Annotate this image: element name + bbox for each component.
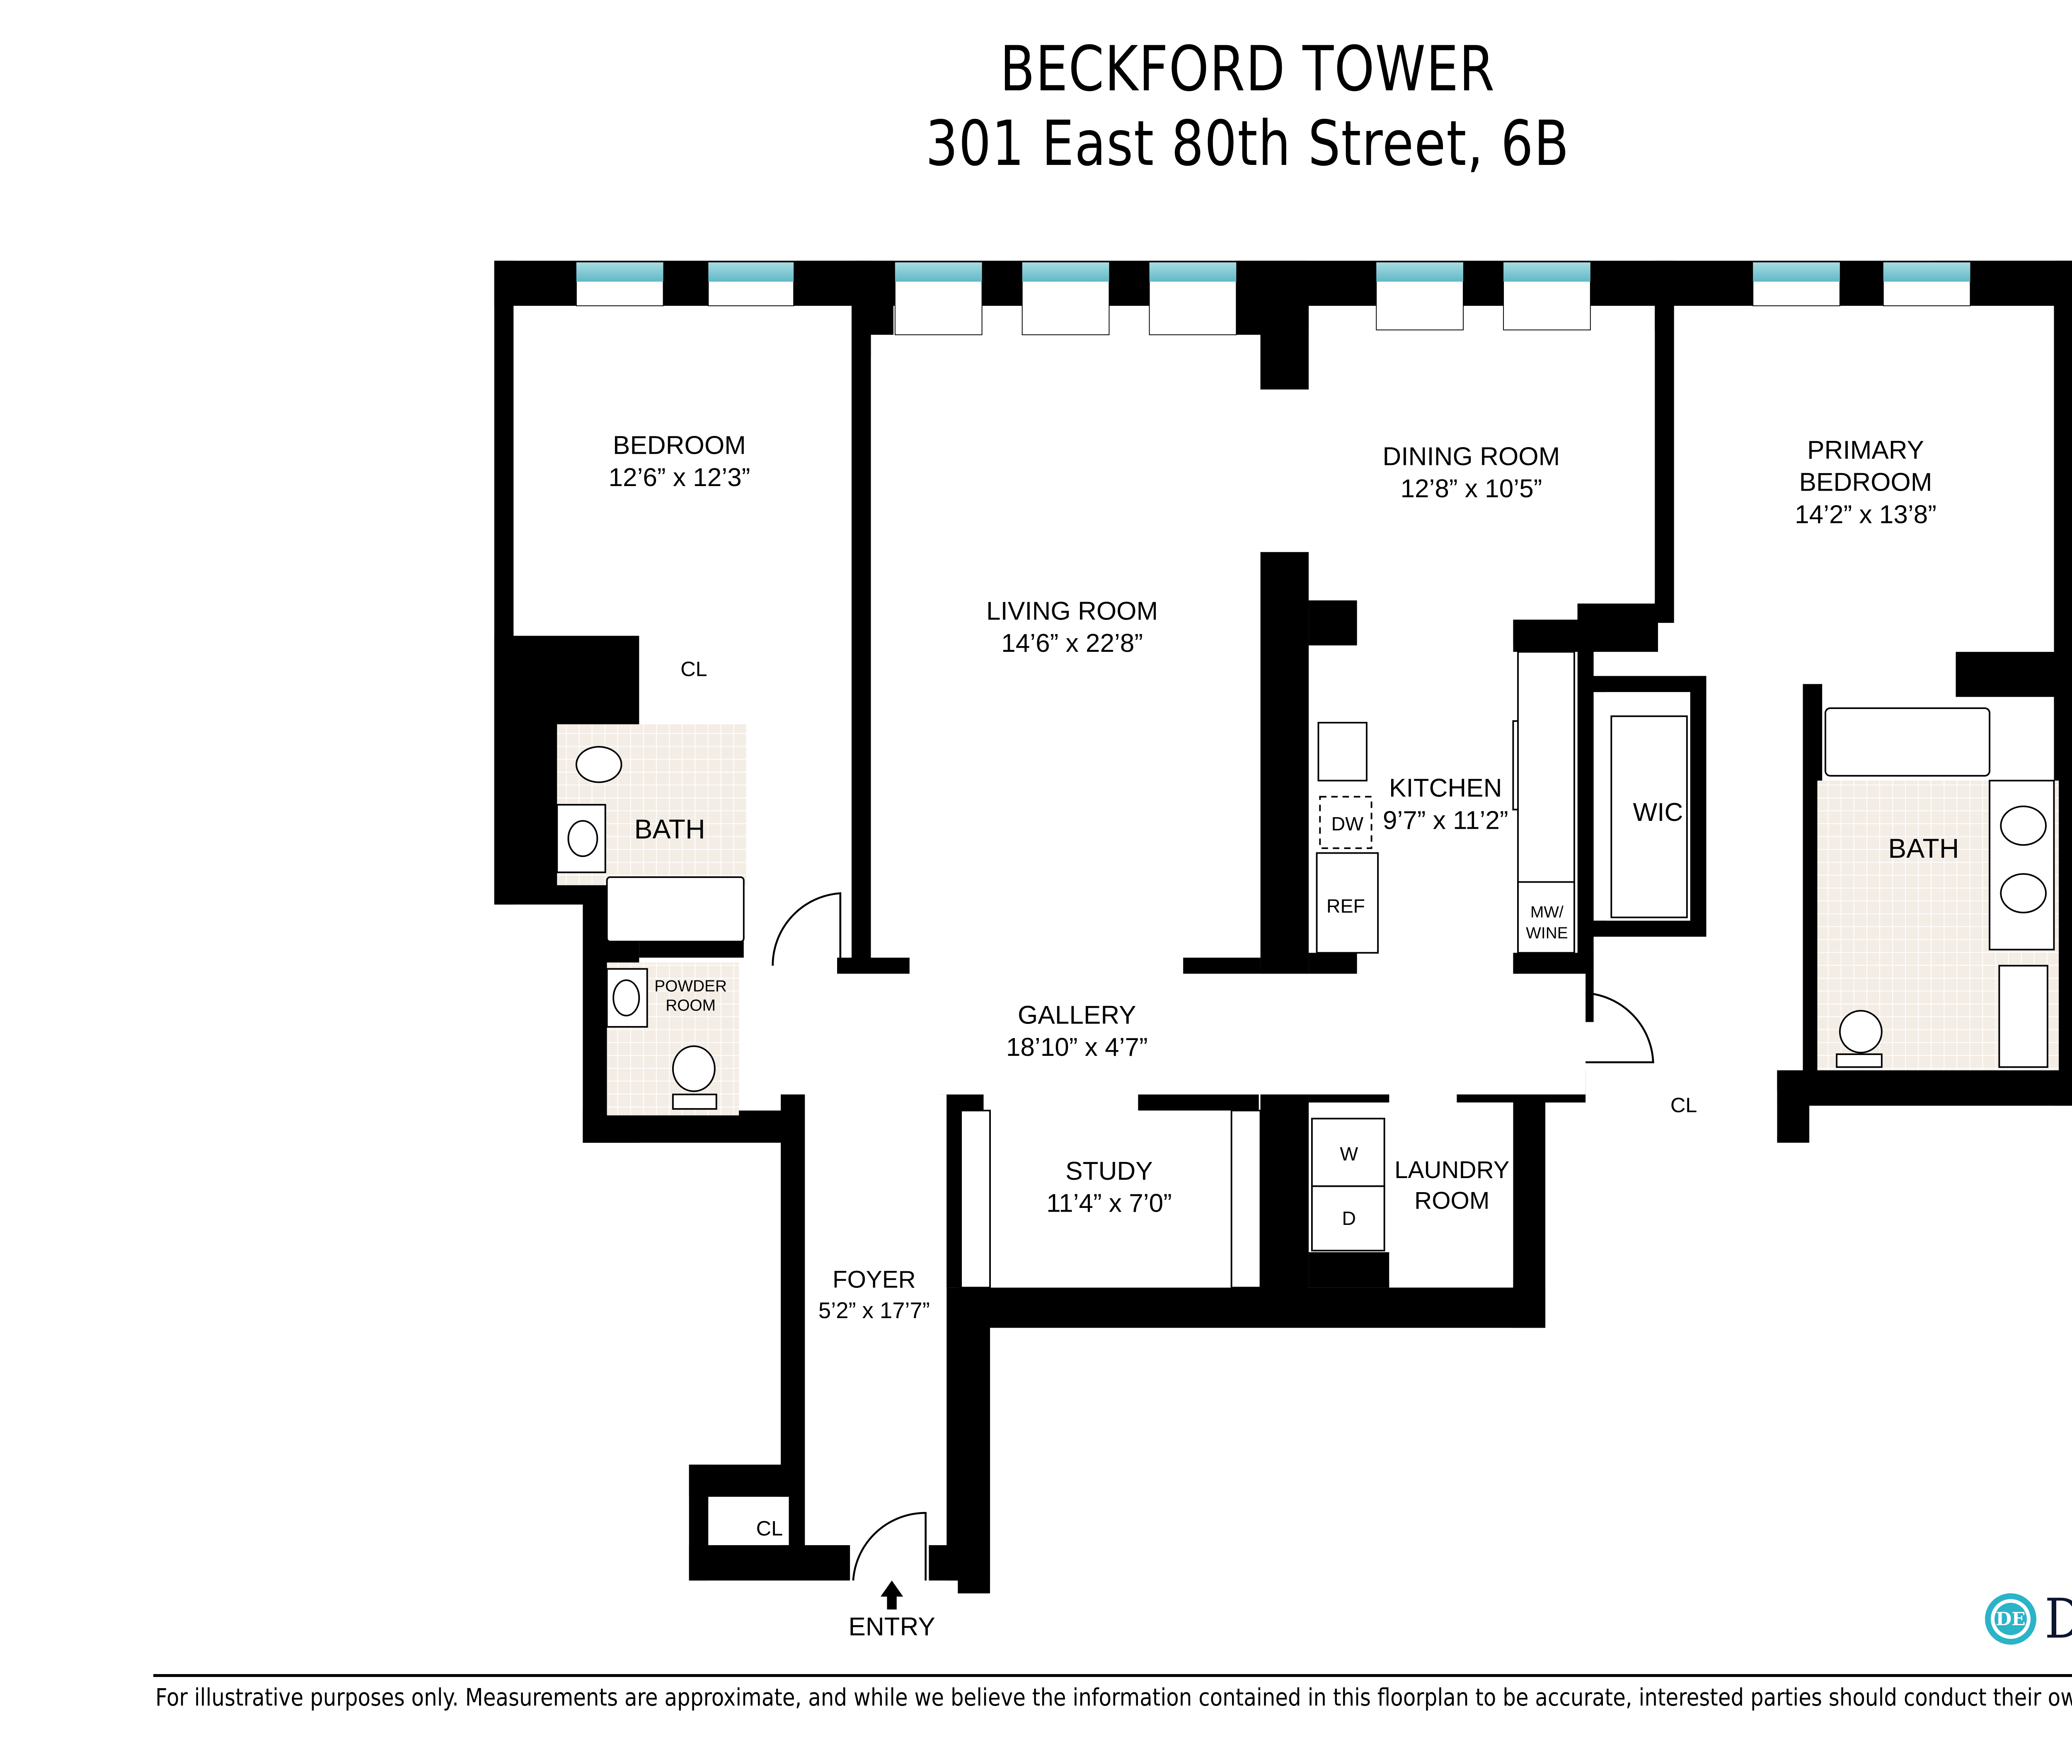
kitchen-sink-icon <box>1317 722 1368 782</box>
powder-toilet-icon <box>672 1045 716 1092</box>
label-dryer: D <box>1342 1207 1356 1229</box>
primary-tub-icon <box>1824 707 1991 777</box>
study-floor <box>990 1111 1261 1288</box>
label-dishwasher: DW <box>1331 813 1363 835</box>
dims-study: 11’4” x 7’0” <box>1046 1189 1172 1218</box>
entry-door-swing <box>852 1512 927 1581</box>
kitchen-floor <box>1357 645 1513 953</box>
study-shelf-left <box>960 1110 991 1289</box>
dims-living-room: 14’6” x 22’8” <box>1001 629 1143 658</box>
refrigerator-icon <box>1316 852 1379 954</box>
sink-basin-icon <box>567 820 598 857</box>
laundry-floor <box>1389 1102 1513 1280</box>
fixtures <box>556 651 2055 1289</box>
label-gallery: GALLERY <box>1018 1001 1136 1029</box>
label-kitchen: KITCHEN <box>1389 774 1502 803</box>
dryer-icon <box>1311 1185 1385 1251</box>
label-closet-bedroom: CL <box>680 657 707 680</box>
label-refrigerator: REF <box>1326 895 1365 917</box>
label-powder-room-1: POWDER <box>654 978 727 995</box>
closet-entry-floor <box>708 1497 789 1545</box>
label-wic: WIC <box>1633 798 1683 827</box>
label-living-room: LIVING ROOM <box>986 597 1158 625</box>
dims-bedroom: 12’6” x 12’3” <box>608 463 750 492</box>
closet-primary-floor <box>1590 1091 1777 1137</box>
label-bath-primary: BATH <box>1888 833 1959 864</box>
shower-bench <box>1998 965 2048 1068</box>
label-wine: WINE <box>1526 924 1568 942</box>
label-closet-primary: CL <box>1670 1093 1697 1117</box>
primary-bedroom-floor <box>1674 305 2054 652</box>
windows <box>576 262 1971 335</box>
gallery-floor <box>748 973 1586 1095</box>
de-monogram-icon: DE <box>1985 1593 2036 1645</box>
brand-logo: DE DouglasElliman <box>1985 1587 2072 1651</box>
mw-wine-icon <box>1517 881 1575 954</box>
label-laundry-1: LAUNDRY <box>1394 1157 1509 1183</box>
label-dining-room: DINING ROOM <box>1382 443 1560 471</box>
gallery-door-swing <box>772 892 842 966</box>
toilet-icon <box>575 746 622 783</box>
dims-gallery: 18’10” x 4’7” <box>1006 1033 1148 1062</box>
primary-sink-2-icon <box>2000 873 2047 914</box>
dims-dining-room: 12’8” x 10’5” <box>1400 474 1542 503</box>
label-primary-bedroom-2: BEDROOM <box>1799 468 1932 497</box>
closet-bedroom-floor <box>641 652 744 713</box>
label-bedroom: BEDROOM <box>613 431 746 460</box>
bathtub-icon <box>606 876 745 943</box>
arrow-up-icon <box>880 1580 903 1610</box>
label-study: STUDY <box>1065 1157 1153 1186</box>
unit-address: 301 East 80th Street, 6B <box>925 108 1570 180</box>
room-floors <box>513 305 2054 1545</box>
primary-toilet-icon <box>1839 1010 1883 1054</box>
bedroom-floor <box>513 305 852 636</box>
wic-shelf <box>1610 715 1688 918</box>
label-bath-left: BATH <box>634 814 705 844</box>
foyer-floor <box>805 1094 947 1545</box>
footer-divider <box>153 1674 2072 1677</box>
label-laundry-2: ROOM <box>1414 1187 1489 1214</box>
primary-sink-1-icon <box>2000 806 2047 846</box>
disclaimer: For illustrative purposes only. Measurem… <box>155 1683 2072 1711</box>
room-labels: BEDROOM 12’6” x 12’3” LIVING ROOM 14’6” … <box>608 431 1959 1641</box>
dims-kitchen: 9’7” x 11’2” <box>1383 806 1508 835</box>
dishwasher-icon <box>1319 796 1372 849</box>
living-room-floor <box>871 334 1261 958</box>
building-name: BECKFORD TOWER <box>1000 33 1496 105</box>
dining-room-floor <box>1309 330 1655 600</box>
label-closet-entry: CL <box>756 1516 783 1540</box>
label-foyer: FOYER <box>833 1266 916 1293</box>
label-entry: ENTRY <box>848 1612 935 1641</box>
label-mw: MW/ <box>1530 903 1564 921</box>
dims-foyer: 5’2” x 17’7” <box>818 1298 930 1323</box>
dims-primary-bedroom: 14’2” x 13’8” <box>1795 500 1936 529</box>
doors <box>772 892 1654 1581</box>
brand-name: DouglasElliman <box>2045 1587 2072 1651</box>
primary-hall-door-swing <box>1585 992 1654 1063</box>
label-washer: W <box>1340 1143 1358 1164</box>
study-shelf-right <box>1230 1110 1261 1289</box>
label-primary-bedroom-1: PRIMARY <box>1807 436 1924 465</box>
label-powder-room-2: ROOM <box>666 997 716 1014</box>
